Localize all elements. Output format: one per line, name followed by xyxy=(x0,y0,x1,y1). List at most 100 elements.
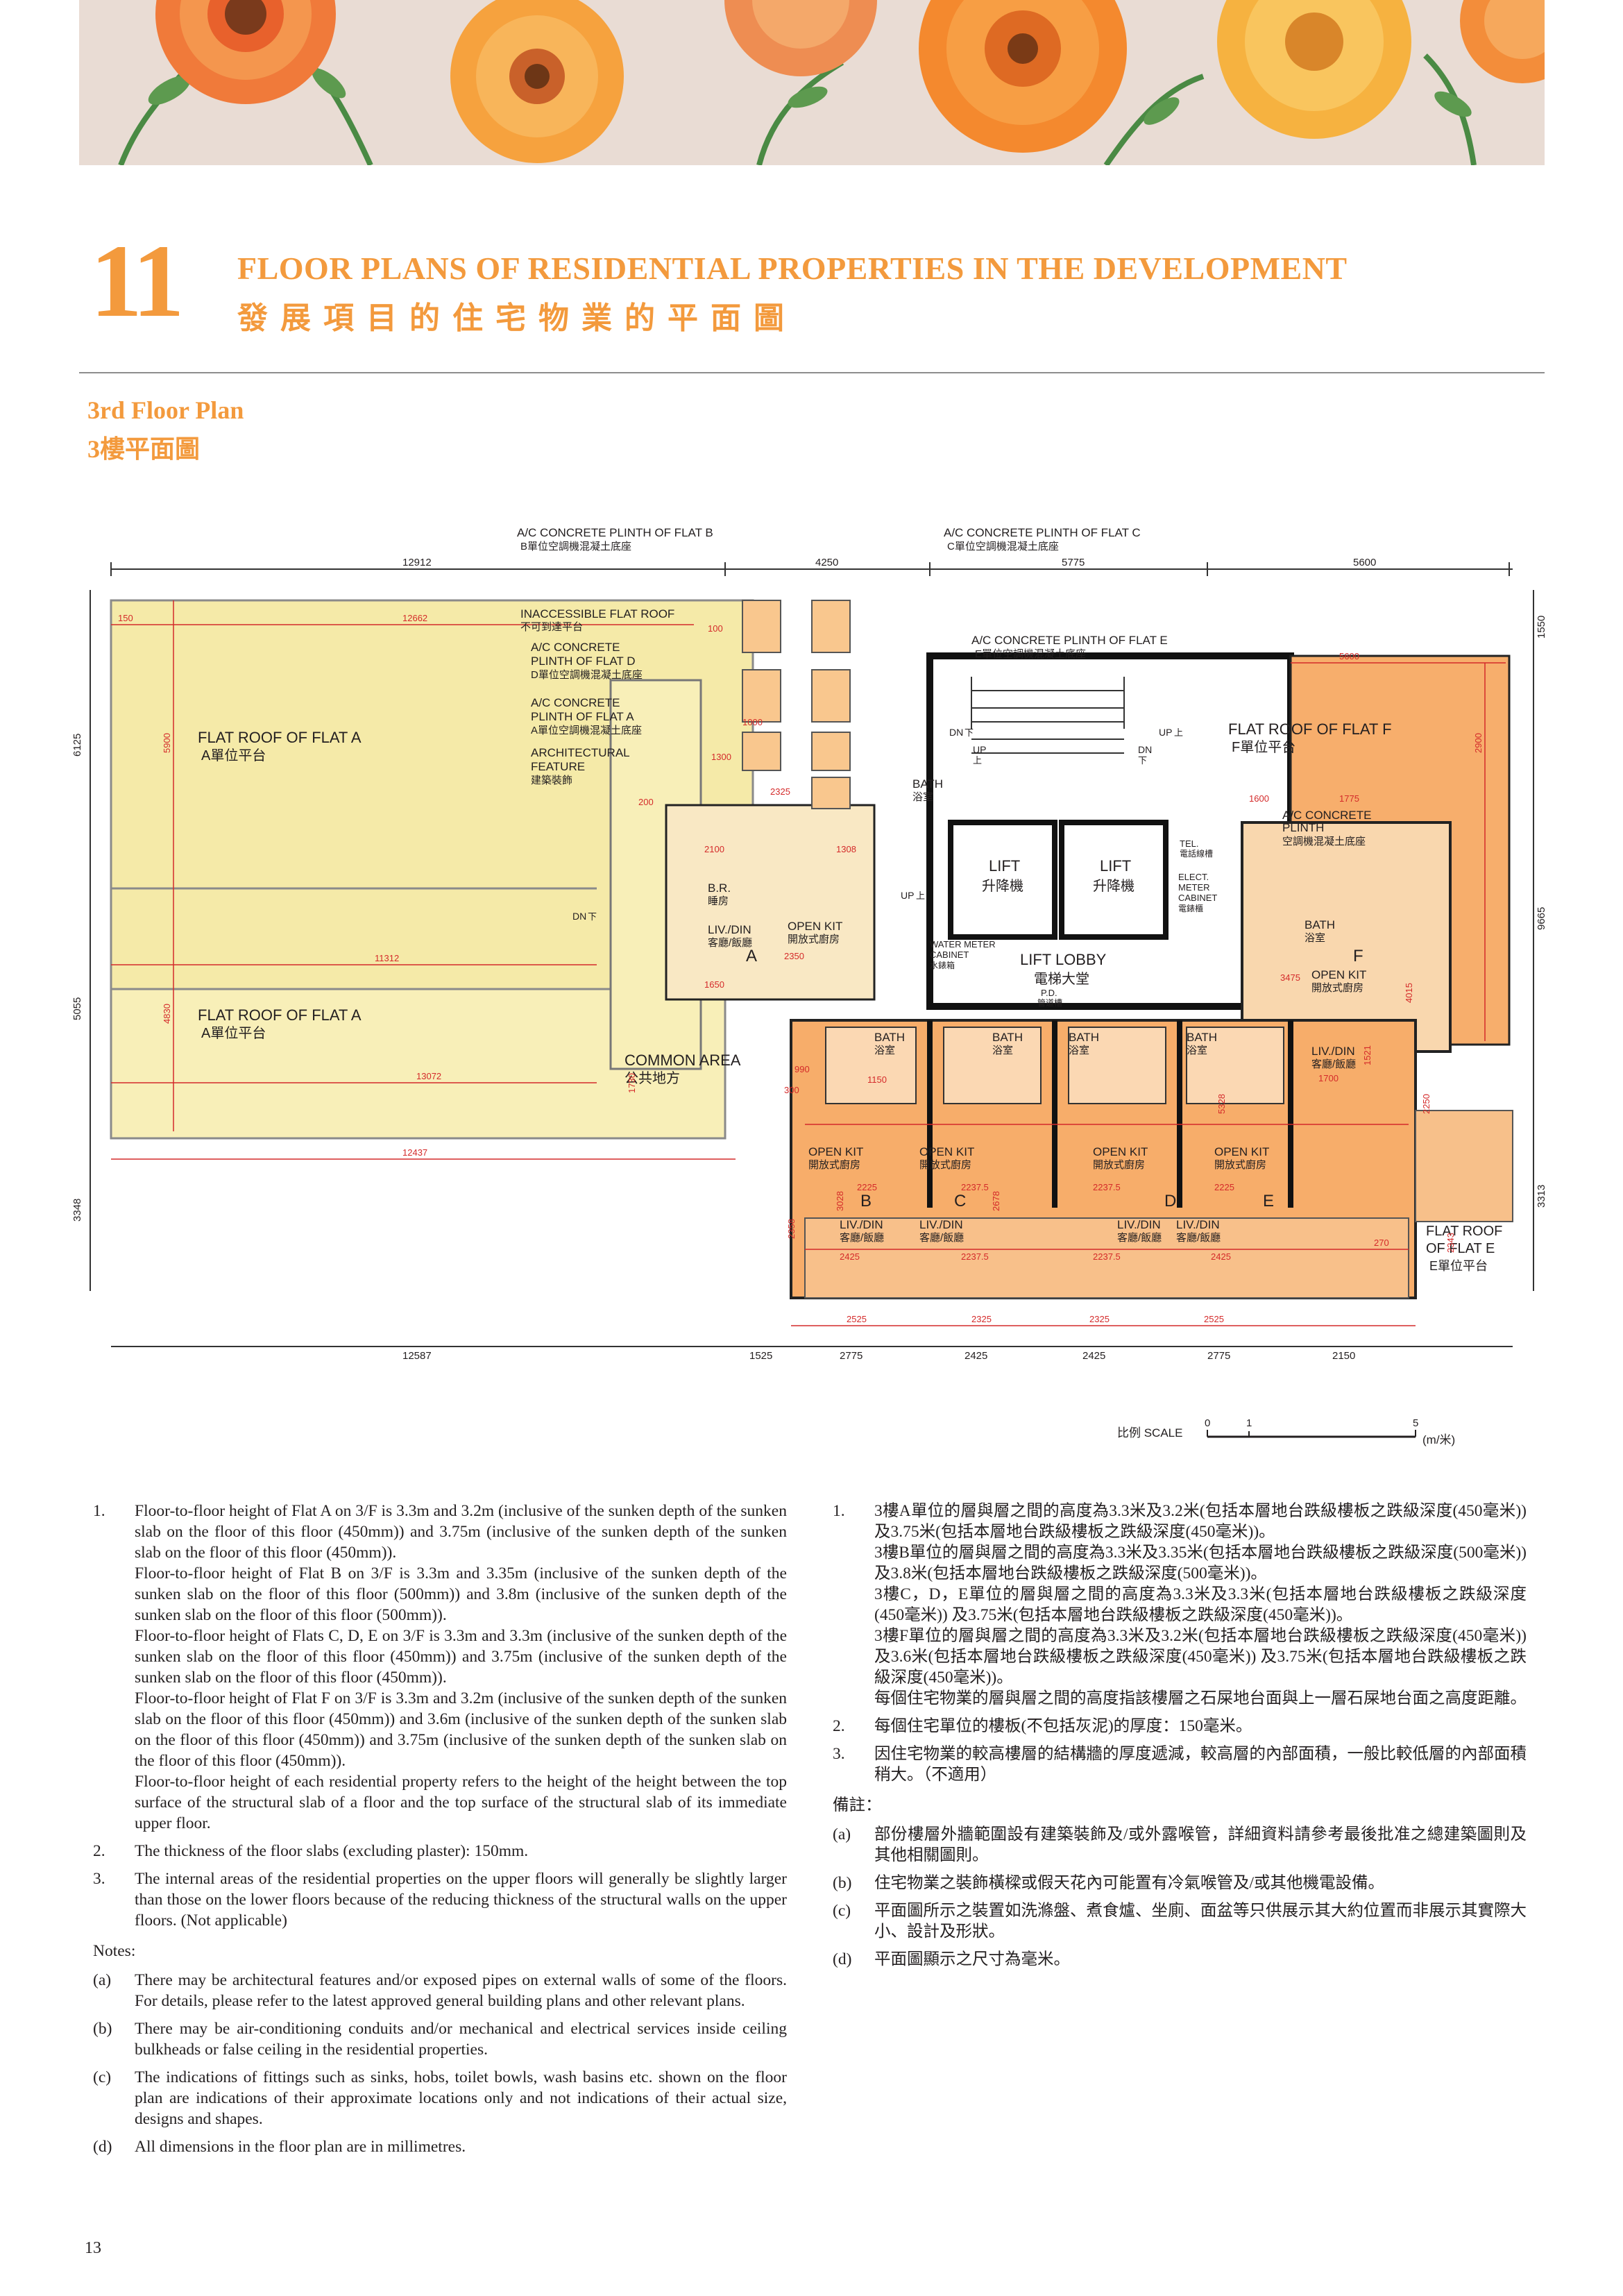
notes-english: 1. Floor-to-floor height of Flat A on 3/… xyxy=(93,1501,787,2164)
flat-roof-f-label: FLAT ROOF OF FLAT F xyxy=(1228,720,1392,738)
note-paragraph: Floor-to-floor height of each residentia… xyxy=(135,1773,787,1832)
note-text: The internal areas of the residential pr… xyxy=(135,1870,787,1930)
ac-plinth-f-label-2: PLINTH xyxy=(1282,821,1324,834)
openkit-zh-e: 開放式廚房 xyxy=(1214,1158,1266,1171)
note-a: (a) There may be architectural features … xyxy=(93,1970,787,2011)
dim-2525a: 2525 xyxy=(847,1314,867,1324)
lift-label-2: LIFT xyxy=(1100,857,1131,875)
livdin-label-f: LIV./DIN xyxy=(1311,1045,1355,1058)
notes-heading-zh: 備註： xyxy=(833,1796,882,1814)
note-letter: (c) xyxy=(93,2068,112,2086)
bath-label-d: BATH xyxy=(1069,1031,1099,1044)
livdin-zh-b: 客廳/飯廳 xyxy=(840,1231,884,1244)
dim-bot-2150: 2150 xyxy=(1332,1350,1355,1362)
note-c: (c) The indications of fittings such as … xyxy=(93,2067,787,2129)
dim-top-12912: 12912 xyxy=(402,557,432,568)
lift-zh-1: 升降機 xyxy=(982,878,1023,894)
dim-1300: 1300 xyxy=(711,752,731,762)
dim-left-5900: 5900 xyxy=(162,733,172,753)
water-meter-label-1: WATER METER xyxy=(930,939,996,949)
note-letter: (a) xyxy=(93,1971,112,1989)
openkit-zh-a: 開放式廚房 xyxy=(788,933,840,945)
note-paragraph: 3樓C，D，E單位的層與層之間的高度為3.3米及3.3米(包括本層地台跌級樓板之… xyxy=(874,1585,1527,1624)
dim-bot-1525: 1525 xyxy=(749,1350,772,1362)
ac-plinth-f-label-1: A/C CONCRETE xyxy=(1282,809,1371,822)
dim-1000: 1000 xyxy=(742,717,763,727)
openkit-zh-f: 開放式廚房 xyxy=(1311,981,1363,994)
note-zh-item-3: 3. 因住宅物業的較高樓層的結構牆的厚度遞減，較高層的內部面積，一般比較低層的內… xyxy=(833,1744,1527,1785)
note-number: 3. xyxy=(93,1870,105,1888)
ac-plinth-e-label: A/C CONCRETE PLINTH OF FLAT E xyxy=(971,634,1168,647)
bedroom-zh: 睡房 xyxy=(708,895,729,907)
ac-plinth-d-label-2: PLINTH OF FLAT D xyxy=(531,655,636,668)
dim-top-4250: 4250 xyxy=(815,557,838,568)
flat-roof-f-zh: F單位平台 xyxy=(1232,739,1295,755)
note-text: There may be architectural features and/… xyxy=(135,1971,787,2010)
scale-5: 5 xyxy=(1413,1417,1418,1429)
note-paragraph: Floor-to-floor height of Flat F on 3/F i… xyxy=(135,1689,787,1770)
openkit-label-d: OPEN KIT xyxy=(1093,1145,1148,1158)
note-zh-item-1: 1. 3樓A單位的層與層之間的高度為3.3米及3.2米(包括本層地台跌級樓板之跌… xyxy=(833,1501,1527,1709)
dim-270: 270 xyxy=(1374,1238,1389,1248)
dim-990: 990 xyxy=(794,1064,810,1074)
elect-meter-label-1: ELECT. xyxy=(1178,872,1209,882)
note-b: (b) There may be air-conditioning condui… xyxy=(93,2018,787,2060)
dim-bot-2775a: 2775 xyxy=(840,1350,863,1362)
bedroom-label: B.R. xyxy=(708,881,731,895)
bath-zh-d: 浴室 xyxy=(1069,1045,1089,1056)
livdin-zh-f: 客廳/飯廳 xyxy=(1311,1058,1356,1070)
dim-left-5055: 5055 xyxy=(71,997,83,1020)
dim-top-5775: 5775 xyxy=(1062,557,1085,568)
note-text: 平面圖所示之裝置如洗滌盤、煮食爐、坐廁、面盆等只供展示其大約位置而非展示其實際大… xyxy=(874,1902,1527,1941)
dim-bot-2425b: 2425 xyxy=(1082,1350,1105,1362)
stair-dn-2: DN xyxy=(1138,744,1152,755)
inaccessible-roof-label: INACCESSIBLE FLAT ROOF xyxy=(520,607,674,621)
scale-0: 0 xyxy=(1205,1417,1210,1429)
dim-1150: 1150 xyxy=(867,1074,887,1085)
bath-label-a: BATH xyxy=(912,777,943,791)
dim-4015: 4015 xyxy=(1404,983,1414,1003)
note-item-3: 3. The internal areas of the residential… xyxy=(93,1868,787,1931)
ac-plinth-a-zh: A單位空調機混凝土底座 xyxy=(531,725,642,736)
openkit-zh-b: 開放式廚房 xyxy=(808,1158,860,1171)
heading-divider xyxy=(79,372,1545,373)
livdin-label-a: LIV./DIN xyxy=(708,923,751,936)
tel-label: TEL. xyxy=(1180,838,1198,849)
note-paragraph: 3樓A單位的層與層之間的高度為3.3米及3.2米(包括本層地台跌級樓板之跌級深度… xyxy=(874,1502,1527,1541)
dim-100: 100 xyxy=(708,623,723,634)
dim-f-3475: 3475 xyxy=(1280,972,1300,983)
note-text: There may be air-conditioning conduits a… xyxy=(135,2020,787,2059)
dim-2343: 2343 xyxy=(1445,1233,1456,1253)
dim-2250: 2250 xyxy=(1421,1094,1431,1114)
dim-top-5600: 5600 xyxy=(1353,557,1376,568)
stair-up-1: UP xyxy=(973,744,986,755)
dim-f-5600: 5600 xyxy=(1339,651,1359,661)
openkit-zh-c: 開放式廚房 xyxy=(919,1158,971,1171)
openkit-label-e: OPEN KIT xyxy=(1214,1145,1269,1158)
flat-f-letter: F xyxy=(1353,947,1363,965)
lift-lobby-zh: 電梯大堂 xyxy=(1034,971,1089,987)
ac-plinth-f-zh: 空調機混凝土底座 xyxy=(1282,836,1366,847)
ac-plinth-a-label-1: A/C CONCRETE xyxy=(531,696,620,709)
stair-up-2: UP xyxy=(1159,727,1172,738)
note-item-2: 2. The thickness of the floor slabs (exc… xyxy=(93,1841,787,1862)
note-text: 因住宅物業的較高樓層的結構牆的厚度遞減，較高層的內部面積，一般比較低層的內部面積… xyxy=(874,1745,1527,1784)
note-text: 平面圖顯示之尺寸為毫米。 xyxy=(874,1950,1070,1968)
bath-zh-b: 浴室 xyxy=(874,1045,895,1056)
note-text: The thickness of the floor slabs (exclud… xyxy=(135,1842,529,1860)
floor-plan: A/C CONCRETE PLINTH OF FLAT B B單位空調機混凝土底… xyxy=(69,514,1554,1471)
note-paragraph: Floor-to-floor height of Flat A on 3/F i… xyxy=(135,1502,787,1562)
scale-unit: (m/米) xyxy=(1422,1433,1455,1446)
dim-2350: 2350 xyxy=(784,951,804,961)
dim-flat-2425b: 2425 xyxy=(1211,1251,1231,1262)
bath-label-f: BATH xyxy=(1305,918,1335,931)
section-number: 11 xyxy=(90,223,185,339)
inaccessible-roof-zh: 不可到達平台 xyxy=(520,621,583,633)
livdin-label-b: LIV./DIN xyxy=(840,1218,883,1231)
note-paragraph: Floor-to-floor height of Flat B on 3/F i… xyxy=(135,1564,787,1624)
arch-feature-label-1: ARCHITECTURAL xyxy=(531,746,630,759)
note-zh-a: (a) 部份樓層外牆範圍設有建築裝飾及/或外露喉管，詳細資料請參考最後批准之總建… xyxy=(833,1824,1527,1866)
note-letter: (d) xyxy=(833,1950,852,1968)
openkit-label-f: OPEN KIT xyxy=(1311,968,1366,981)
dim-1730: 1730 xyxy=(627,1073,637,1093)
